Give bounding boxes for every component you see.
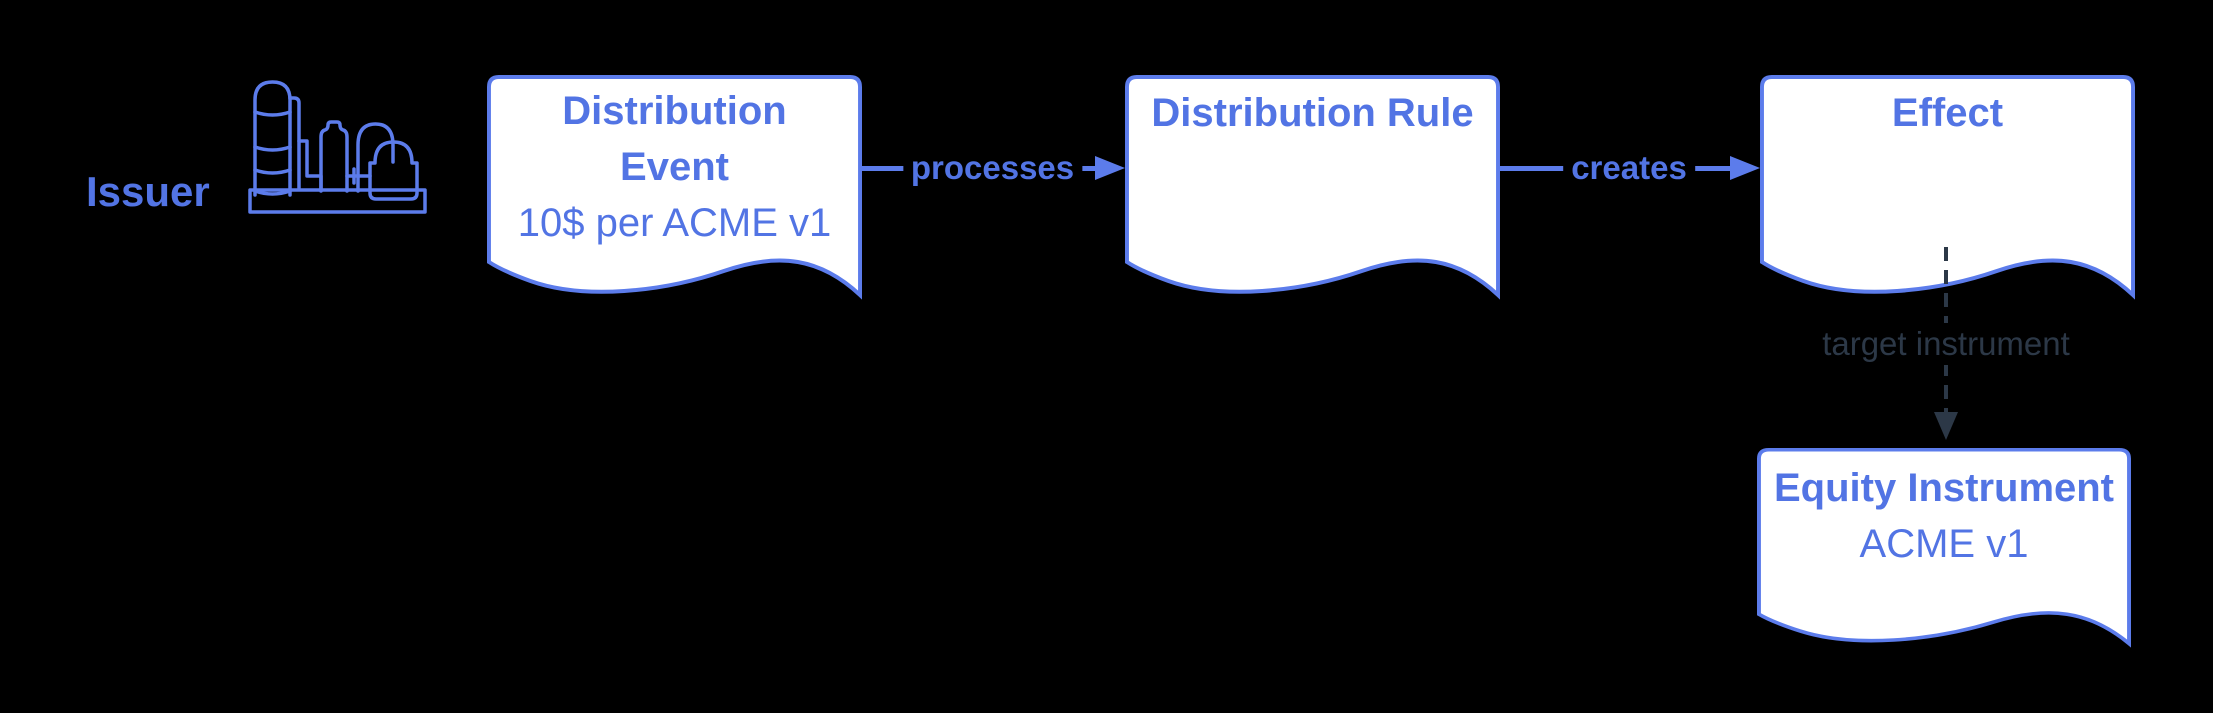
node-title-line: Distribution Rule: [1151, 91, 1474, 135]
node-subtitle: ACME v1: [1859, 522, 2029, 566]
node-distribution-event: Distribution Event 10$ per ACME v1: [487, 75, 862, 300]
edge-label: target instrument: [1812, 323, 2080, 365]
node-distribution-rule: Distribution Rule: [1125, 75, 1500, 300]
node-title-line: Equity Instrument: [1773, 466, 2115, 510]
factory-icon: [248, 80, 427, 214]
edge-label: creates: [1563, 149, 1695, 187]
issuer-label: Issuer: [86, 168, 210, 215]
arrowhead-right-icon: [1095, 156, 1125, 180]
document-shape: [1757, 448, 2131, 648]
edge-creates: creates: [1498, 147, 1760, 189]
node-title-line: Event: [620, 145, 729, 189]
arrowhead-right-icon: [1730, 156, 1760, 180]
arrowhead-down-icon: [1934, 412, 1958, 440]
document-shape: [487, 75, 862, 300]
node-equity-instrument: Equity Instrument ACME v1: [1757, 448, 2131, 648]
node-title-line: Distribution: [562, 89, 787, 133]
node-subtitle: 10$ per ACME v1: [517, 201, 832, 245]
node-effect: Effect: [1760, 75, 2135, 300]
document-shape: [1760, 75, 2135, 300]
node-title-line: Effect: [1891, 91, 2004, 135]
document-shape: [1125, 75, 1500, 300]
edge-processes: processes: [860, 147, 1125, 189]
edge-label: processes: [902, 149, 1083, 187]
edge-target-instrument: target instrument: [1812, 247, 2080, 440]
